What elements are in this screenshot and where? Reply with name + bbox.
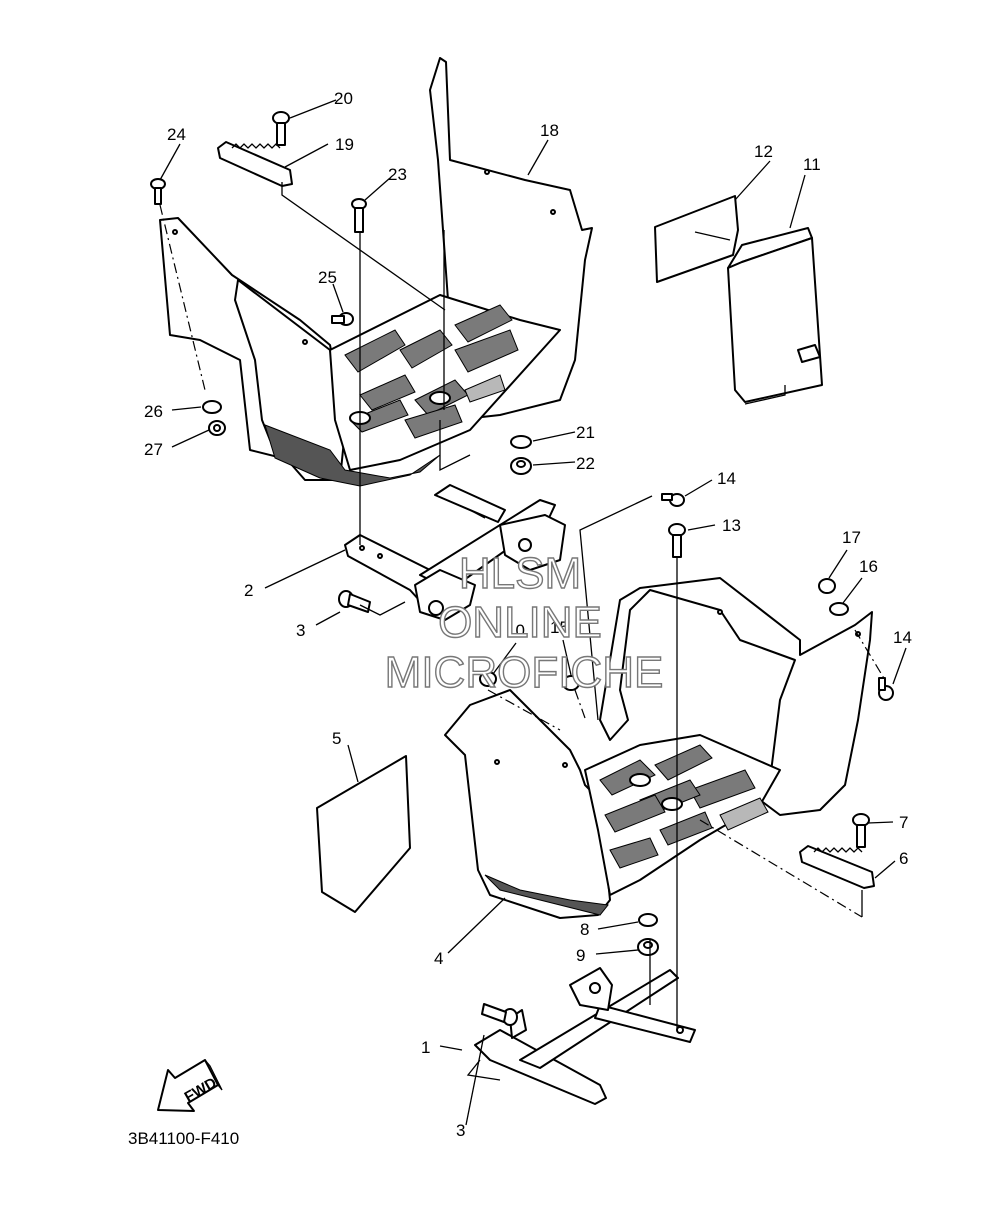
bolt-20-icon (272, 111, 290, 146)
nut-17-icon (818, 578, 836, 594)
nut-27-icon (208, 420, 226, 436)
bolt-25-icon (331, 312, 354, 326)
callout-20: 20 (334, 89, 353, 108)
left-footrest-assembly (159, 57, 593, 487)
decal-5 (316, 755, 411, 913)
hardware (150, 111, 894, 1026)
step-plate-19-icon (217, 141, 293, 187)
washer-8-icon (638, 913, 658, 927)
nut-15-icon (562, 675, 580, 691)
bolt-3-lower-icon (481, 1003, 518, 1026)
callout-5: 5 (332, 729, 341, 748)
callout-7: 7 (899, 813, 908, 832)
callout-21: 21 (576, 423, 595, 442)
bolt-3-upper-icon (338, 590, 371, 613)
callout-26: 26 (144, 402, 163, 421)
callout-14-lower: 14 (893, 628, 912, 647)
step-plate-6-icon (799, 845, 875, 889)
callout-11: 11 (803, 155, 821, 174)
nut-22-icon (510, 457, 532, 475)
drawing-code: 3B41100-F410 (128, 1129, 239, 1148)
callout-19: 19 (335, 135, 354, 154)
screw-14-upper-icon (661, 493, 685, 507)
callout-18: 18 (540, 121, 559, 140)
nut-10-icon (479, 671, 497, 687)
bolt-13-icon (668, 523, 686, 558)
callout-13: 13 (722, 516, 741, 535)
left-footrest-bracket (344, 484, 566, 621)
watermark: HLSM ONLINE MICROFICHE (384, 548, 664, 697)
right-footrest-mesh-pads (599, 744, 769, 869)
screw-14-lower-icon (878, 677, 894, 701)
callout-10: 10 (506, 621, 525, 640)
watermark-line-3: MICROFICHE (385, 648, 664, 697)
right-footrest-assembly (444, 577, 873, 919)
callout-27: 27 (144, 440, 163, 459)
callout-24: 24 (167, 125, 186, 144)
washer-21-icon (510, 435, 532, 449)
washer-26-icon (202, 400, 222, 414)
bolt-24-icon (150, 178, 166, 205)
watermark-line-1: HLSM (459, 549, 581, 598)
callout-15: 15 (550, 618, 569, 637)
left-footrest-mesh-pads (344, 304, 519, 439)
watermark-line-2: ONLINE (438, 598, 602, 647)
right-footrest-front-wall (444, 689, 611, 919)
callout-12: 12 (754, 142, 773, 161)
callout-2: 2 (244, 581, 253, 600)
panel-11 (727, 227, 823, 403)
bolt-7-icon (852, 813, 870, 848)
callout-6: 6 (899, 849, 908, 868)
right-footrest-bracket (474, 967, 696, 1105)
callout-3-upper: 3 (296, 621, 305, 640)
nut-9-icon (637, 938, 659, 956)
callout-3-lower: 3 (456, 1121, 465, 1140)
callout-16: 16 (859, 557, 878, 576)
right-footrest-floor-edge (484, 874, 609, 916)
callout-17: 17 (842, 528, 861, 547)
callout-23: 23 (388, 165, 407, 184)
callout-4: 4 (434, 949, 443, 968)
callout-1: 1 (421, 1038, 430, 1057)
callout-25: 25 (318, 268, 337, 287)
callout-9: 9 (576, 946, 585, 965)
decal-12 (654, 195, 739, 283)
washer-16-icon (829, 602, 849, 616)
bolt-23-icon (351, 198, 367, 233)
callout-numbers: 1 2 3 3 4 5 6 7 8 9 10 11 12 13 14 14 15… (144, 89, 912, 1140)
assembly-lines (159, 182, 886, 1081)
callout-leaders (159, 99, 907, 1126)
callout-22: 22 (576, 454, 595, 473)
callout-8: 8 (580, 920, 589, 939)
callout-14-upper: 14 (717, 469, 736, 488)
forward-arrow-icon: FWD (157, 1059, 223, 1112)
